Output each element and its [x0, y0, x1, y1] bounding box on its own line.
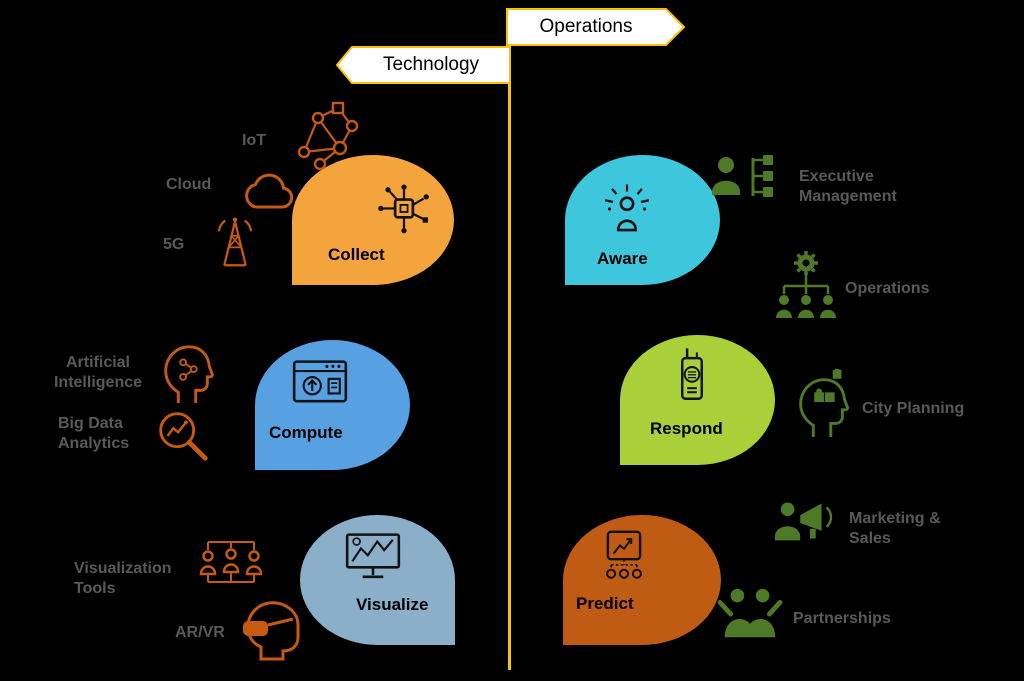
ai-head-icon — [164, 345, 214, 403]
executive-icon — [712, 155, 773, 197]
petal-visualize-label: Visualize — [356, 595, 429, 614]
handshake-people-icon — [717, 588, 783, 638]
petal-compute-label: Compute — [269, 423, 343, 442]
technology-ribbon: Technology — [336, 46, 512, 84]
window-upload-icon — [292, 360, 348, 403]
petal-collect: Collect — [292, 155, 454, 285]
petal-aware: Aware — [565, 155, 720, 285]
forecast-chart-icon — [606, 530, 642, 579]
marketing-sales-label: Marketing & Sales — [849, 510, 941, 547]
petal-collect-label: Collect — [328, 245, 385, 264]
operations-ribbon: Operations — [506, 8, 686, 46]
monitor-chart-icon — [345, 533, 401, 579]
artificial-intelligence-label: Artificial Intelligence — [53, 354, 143, 391]
magnifier-chart-icon — [159, 412, 208, 461]
people-network-icon — [199, 541, 263, 583]
cloud-icon — [245, 173, 294, 209]
city-planning-label: City Planning — [862, 400, 965, 417]
petal-visualize: Visualize — [300, 515, 455, 645]
left-arrow-ribbon-icon — [336, 46, 511, 84]
operations-banner-label: Operations — [539, 16, 633, 37]
fiveg-label: 5G — [163, 236, 185, 253]
petal-predict-label: Predict — [576, 594, 634, 613]
cloud-label: Cloud — [166, 176, 212, 193]
center-divider-line — [508, 30, 511, 670]
antenna-tower-icon — [217, 217, 253, 267]
vr-headset-icon — [243, 601, 300, 661]
alert-person-icon — [604, 184, 650, 232]
petal-compute: Compute — [255, 340, 410, 470]
megaphone-person-icon — [774, 502, 833, 541]
petal-respond: Respond — [620, 335, 775, 465]
petal-aware-label: Aware — [597, 249, 648, 268]
executive-management-label: Executive Management — [799, 168, 897, 205]
chip-network-icon — [378, 184, 429, 234]
head-puzzle-icon — [799, 369, 849, 438]
iot-network-icon — [297, 101, 359, 171]
ar-vr-label: AR/VR — [175, 624, 225, 641]
operations-label: Operations — [845, 280, 930, 297]
iot-label: IoT — [242, 132, 266, 149]
partnerships-label: Partnerships — [793, 610, 891, 627]
radio-icon — [681, 348, 703, 400]
visualization-tools-label: Visualization Tools — [74, 560, 172, 597]
petal-predict: Predict — [563, 515, 721, 645]
technology-banner-label: Technology — [382, 54, 480, 75]
big-data-analytics-label: Big Data Analytics — [58, 415, 130, 452]
gear-team-icon — [776, 251, 836, 318]
petal-respond-label: Respond — [650, 419, 723, 438]
right-arrow-ribbon-icon — [506, 8, 686, 46]
